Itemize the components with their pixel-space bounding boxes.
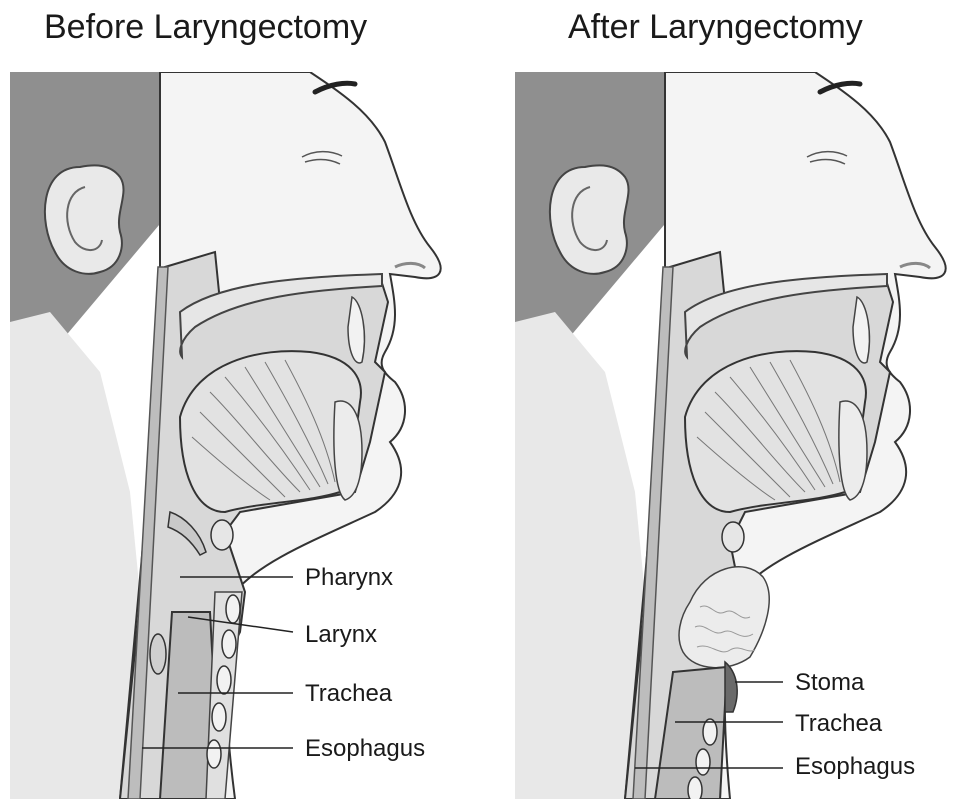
after-title: After Laryngectomy (568, 8, 863, 47)
before-title: Before Laryngectomy (44, 8, 367, 47)
before-illustration-panel: Pharynx Larynx Trachea Esophagus (10, 72, 458, 799)
trachea-label: Trachea (795, 712, 882, 736)
after-head-neck-illustration (515, 72, 963, 799)
stoma-label: Stoma (795, 671, 864, 695)
trachea-label: Trachea (305, 682, 392, 706)
larynx-label: Larynx (305, 623, 377, 647)
esophagus-label: Esophagus (795, 755, 915, 779)
esophagus-label: Esophagus (305, 737, 425, 761)
pharynx-label: Pharynx (305, 566, 393, 590)
after-illustration-panel: Stoma Trachea Esophagus (515, 72, 963, 799)
